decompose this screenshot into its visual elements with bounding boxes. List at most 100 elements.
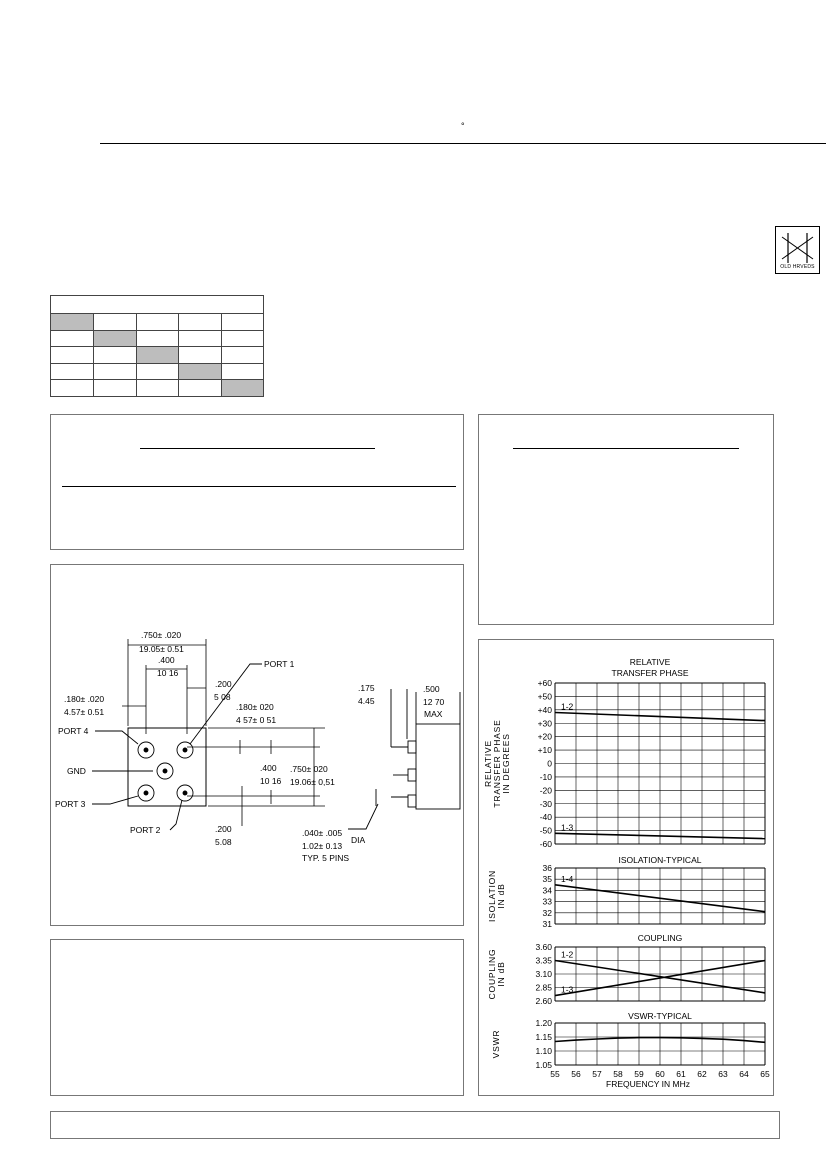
dim-port1-offset-mm: 5 08 — [214, 692, 231, 702]
dim-side-height-mm: 12 70 — [423, 697, 445, 707]
y-tick-label: 33 — [543, 897, 553, 907]
y-axis-label: IN dB — [496, 883, 506, 908]
x-tick-label: 63 — [718, 1069, 728, 1079]
x-tick-label: 55 — [550, 1069, 560, 1079]
dim-height-in: .750± 020 — [290, 764, 328, 774]
y-tick-label: 1.15 — [535, 1032, 552, 1042]
dim-side-height-note: MAX — [424, 709, 443, 719]
y-tick-label: 32 — [543, 908, 553, 918]
port-table-cell — [51, 313, 94, 330]
y-axis-label: COUPLING — [487, 949, 497, 1000]
dim-top-offset-in: .180± 020 — [236, 702, 274, 712]
port-table-cell — [135, 362, 179, 380]
y-tick-label: 3.10 — [535, 969, 552, 979]
port-table-cell — [178, 362, 221, 380]
y-axis-label: IN dB — [496, 961, 506, 986]
port-table-cell — [51, 379, 94, 396]
y-tick-label: 1.10 — [535, 1046, 552, 1056]
spec-divider — [62, 486, 456, 487]
degree-mark: ° — [461, 121, 465, 131]
port-table-cell — [178, 379, 221, 396]
y-tick-label: 36 — [543, 863, 553, 873]
chart-title: ISOLATION-TYPICAL — [619, 855, 702, 865]
dim-side-height-in: .500 — [423, 684, 440, 694]
dim-bottom-offset-in: .200 — [215, 824, 232, 834]
port-table-cell — [178, 313, 221, 330]
y-tick-label: +40 — [538, 705, 553, 715]
port-table-cell — [135, 379, 179, 396]
y-tick-label: 1.05 — [535, 1060, 552, 1070]
port-table-cell — [51, 329, 94, 347]
footer-box — [50, 1111, 780, 1139]
dim-height-mm: 19.06± 0,51 — [290, 777, 335, 787]
dim-side-pin-in: .175 — [358, 683, 375, 693]
y-tick-label: -20 — [540, 785, 553, 795]
y-tick-label: -30 — [540, 799, 553, 809]
dim-pin-dia-mm: 1.02± 0.13 — [302, 841, 342, 851]
hybrid-symbol-icon — [781, 233, 814, 263]
x-tick-label: 65 — [760, 1069, 770, 1079]
x-tick-label: 62 — [697, 1069, 707, 1079]
dim-top-offset-mm: 4 57± 0 51 — [236, 715, 276, 725]
performance-charts: +60+50+40+30+20+100-10-20-30-40-50-60REL… — [483, 657, 770, 1089]
series-line — [554, 1036, 766, 1044]
dim-pin-dia-note: DIA — [351, 835, 366, 845]
dim-pin-spacing-mm: 10 16 — [157, 668, 179, 678]
y-tick-label: 2.60 — [535, 996, 552, 1006]
port-table-cell — [93, 346, 136, 363]
port-table-cell — [220, 313, 263, 330]
dim-width-in: .750± .020 — [141, 630, 181, 640]
port-table-cell — [93, 362, 136, 380]
x-tick-label: 61 — [676, 1069, 686, 1079]
notes-box — [50, 939, 464, 1096]
y-tick-label: +50 — [538, 691, 553, 701]
dim-pin-count: TYP. 5 PINS — [302, 853, 349, 863]
chart-subtitle: TRANSFER PHASE — [612, 668, 689, 678]
chart-title: RELATIVE — [630, 657, 671, 667]
x-tick-label: 64 — [739, 1069, 749, 1079]
y-axis-label: IN DEGREES — [501, 733, 511, 793]
label-port3: PORT 3 — [55, 799, 86, 809]
y-tick-label: 0 — [547, 759, 552, 769]
y-axis-label: ISOLATION — [487, 870, 497, 922]
port-table-cell — [51, 346, 94, 363]
x-axis-label: FREQUENCY IN MHz — [606, 1079, 690, 1089]
x-tick-label: 57 — [592, 1069, 602, 1079]
y-axis-label: RELATIVE — [483, 740, 493, 787]
outline-drawing: .750± .020 19.05± 0.51 .400 10 16 .200 5… — [55, 630, 461, 863]
y-tick-label: -60 — [540, 839, 553, 849]
x-tick-label: 56 — [571, 1069, 581, 1079]
y-tick-label: 3.60 — [535, 942, 552, 952]
header-rule — [100, 143, 826, 144]
series-label: 1-2 — [561, 950, 574, 960]
y-tick-label: 34 — [543, 885, 553, 895]
y-tick-label: -40 — [540, 812, 553, 822]
y-tick-label: +10 — [538, 745, 553, 755]
series-line — [554, 884, 766, 913]
y-tick-label: +60 — [538, 678, 553, 688]
port-table-cell — [220, 346, 263, 363]
y-tick-label: -50 — [540, 826, 553, 836]
dim-pin-spacing-in: .400 — [158, 655, 175, 665]
dim-port1-offset-in: .200 — [215, 679, 232, 689]
y-tick-label: 35 — [543, 874, 553, 884]
chart-title: VSWR-TYPICAL — [628, 1011, 692, 1021]
series-line — [554, 711, 766, 722]
port-table-cell — [220, 329, 263, 347]
label-port1: PORT 1 — [264, 659, 295, 669]
x-tick-label: 59 — [634, 1069, 644, 1079]
series-line — [554, 959, 766, 997]
dim-width-mm: 19.05± 0.51 — [139, 644, 184, 654]
port-table-cell — [135, 313, 179, 330]
series-label: 1-3 — [561, 985, 574, 995]
series-line — [554, 959, 766, 994]
chart-title: COUPLING — [638, 933, 682, 943]
port-table-cell — [135, 329, 179, 347]
series-label: 1-4 — [561, 874, 574, 884]
y-tick-label: 3.35 — [535, 956, 552, 966]
y-axis-label: VSWR — [491, 1030, 501, 1059]
company-logo: OLD HRVEDS — [775, 226, 820, 274]
label-port4: PORT 4 — [58, 726, 89, 736]
y-tick-label: 2.85 — [535, 983, 552, 993]
outline-box — [50, 564, 464, 926]
